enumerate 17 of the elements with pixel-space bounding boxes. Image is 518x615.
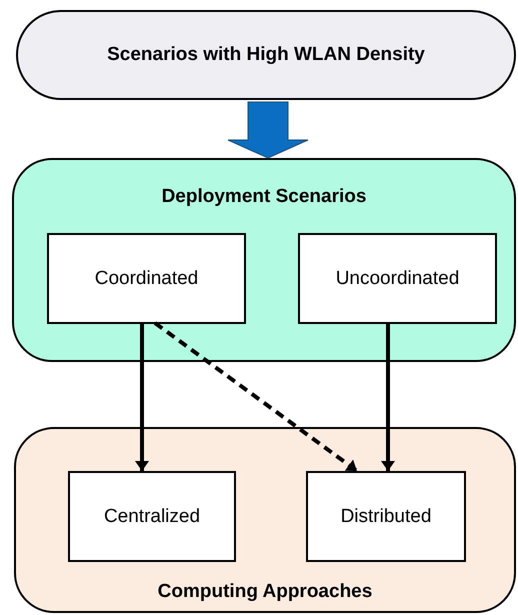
- group-box: [12, 158, 516, 362]
- box-label: Coordinated: [94, 268, 198, 290]
- group-title: Computing Approaches: [158, 581, 372, 603]
- group-box: [14, 427, 516, 613]
- box-label: Centralized: [104, 506, 200, 528]
- process-box: [47, 233, 246, 324]
- arrow: [135, 323, 149, 471]
- group-title: Deployment Scenarios: [162, 186, 366, 208]
- box-label: Distributed: [340, 506, 432, 528]
- group-title: Scenarios with High WLAN Density: [107, 44, 425, 66]
- box-label: Uncoordinated: [336, 268, 460, 290]
- arrow: [381, 323, 395, 471]
- arrow: [154, 321, 358, 473]
- process-box: [298, 233, 497, 324]
- process-box: [68, 471, 236, 562]
- process-box: [306, 471, 466, 562]
- block-arrow: [228, 102, 308, 159]
